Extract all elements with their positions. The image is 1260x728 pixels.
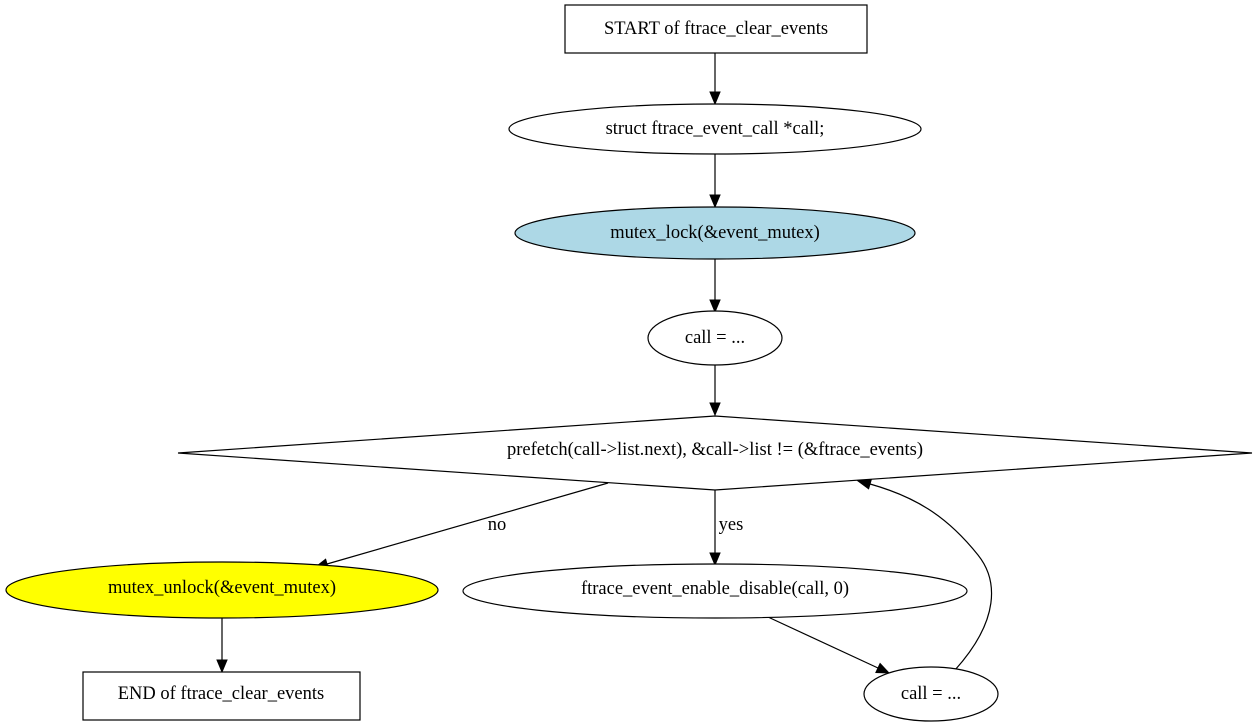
node-unlock-label: mutex_unlock(&event_mutex) <box>108 578 336 598</box>
node-end[interactable]: END of ftrace_clear_events <box>82 671 361 721</box>
node-disable-ellipse <box>462 563 968 619</box>
node-decl-ellipse <box>508 103 922 155</box>
nodes: START of ftrace_clear_events struct ftra… <box>5 4 1253 722</box>
arrowhead-cond-to-disable <box>709 552 721 567</box>
node-end-label: END of ftrace_clear_events <box>118 684 324 704</box>
arrowhead-decl-to-lock <box>709 194 721 209</box>
node-end-box <box>82 671 361 721</box>
node-cond-diamond <box>177 415 1253 491</box>
arrowhead-call-init-to-cond <box>709 402 721 417</box>
node-call-next[interactable]: call = ... <box>863 666 999 722</box>
node-start-label: START of ftrace_clear_events <box>604 19 828 39</box>
node-lock[interactable]: mutex_lock(&event_mutex) <box>514 206 916 260</box>
node-call-next-ellipse <box>863 666 999 722</box>
node-cond[interactable]: prefetch(call->list.next), &call->list !… <box>177 415 1253 491</box>
edge-label-no: no <box>488 515 507 535</box>
node-call-init[interactable]: call = ... <box>647 310 783 366</box>
node-call-next-label: call = ... <box>901 684 961 704</box>
edge-cond-to-unlock <box>326 482 609 565</box>
node-start-box <box>564 4 868 54</box>
arrowhead-start-to-decl <box>709 91 721 106</box>
edge-call-next-to-cond <box>869 483 993 671</box>
node-disable[interactable]: ftrace_event_enable_disable(call, 0) <box>462 563 968 619</box>
edge-disable-to-call-next <box>767 616 879 669</box>
node-cond-label: prefetch(call->list.next), &call->list !… <box>507 440 923 460</box>
node-start[interactable]: START of ftrace_clear_events <box>564 4 868 54</box>
node-lock-ellipse <box>514 206 916 260</box>
node-decl[interactable]: struct ftrace_event_call *call; <box>508 103 922 155</box>
node-unlock-ellipse <box>5 561 439 619</box>
node-call-init-label: call = ... <box>685 328 745 348</box>
node-call-init-ellipse <box>647 310 783 366</box>
arrowhead-lock-to-call-init <box>709 299 721 314</box>
edge-label-yes: yes <box>719 515 744 535</box>
node-unlock[interactable]: mutex_unlock(&event_mutex) <box>5 561 439 619</box>
node-lock-label: mutex_lock(&event_mutex) <box>610 223 820 243</box>
node-disable-label: ftrace_event_enable_disable(call, 0) <box>581 579 849 599</box>
arrowhead-disable-to-call-next <box>875 662 891 674</box>
arrowhead-call-next-to-cond <box>856 478 873 490</box>
arrowhead-unlock-to-end <box>216 659 228 674</box>
node-decl-label: struct ftrace_event_call *call; <box>606 119 825 139</box>
